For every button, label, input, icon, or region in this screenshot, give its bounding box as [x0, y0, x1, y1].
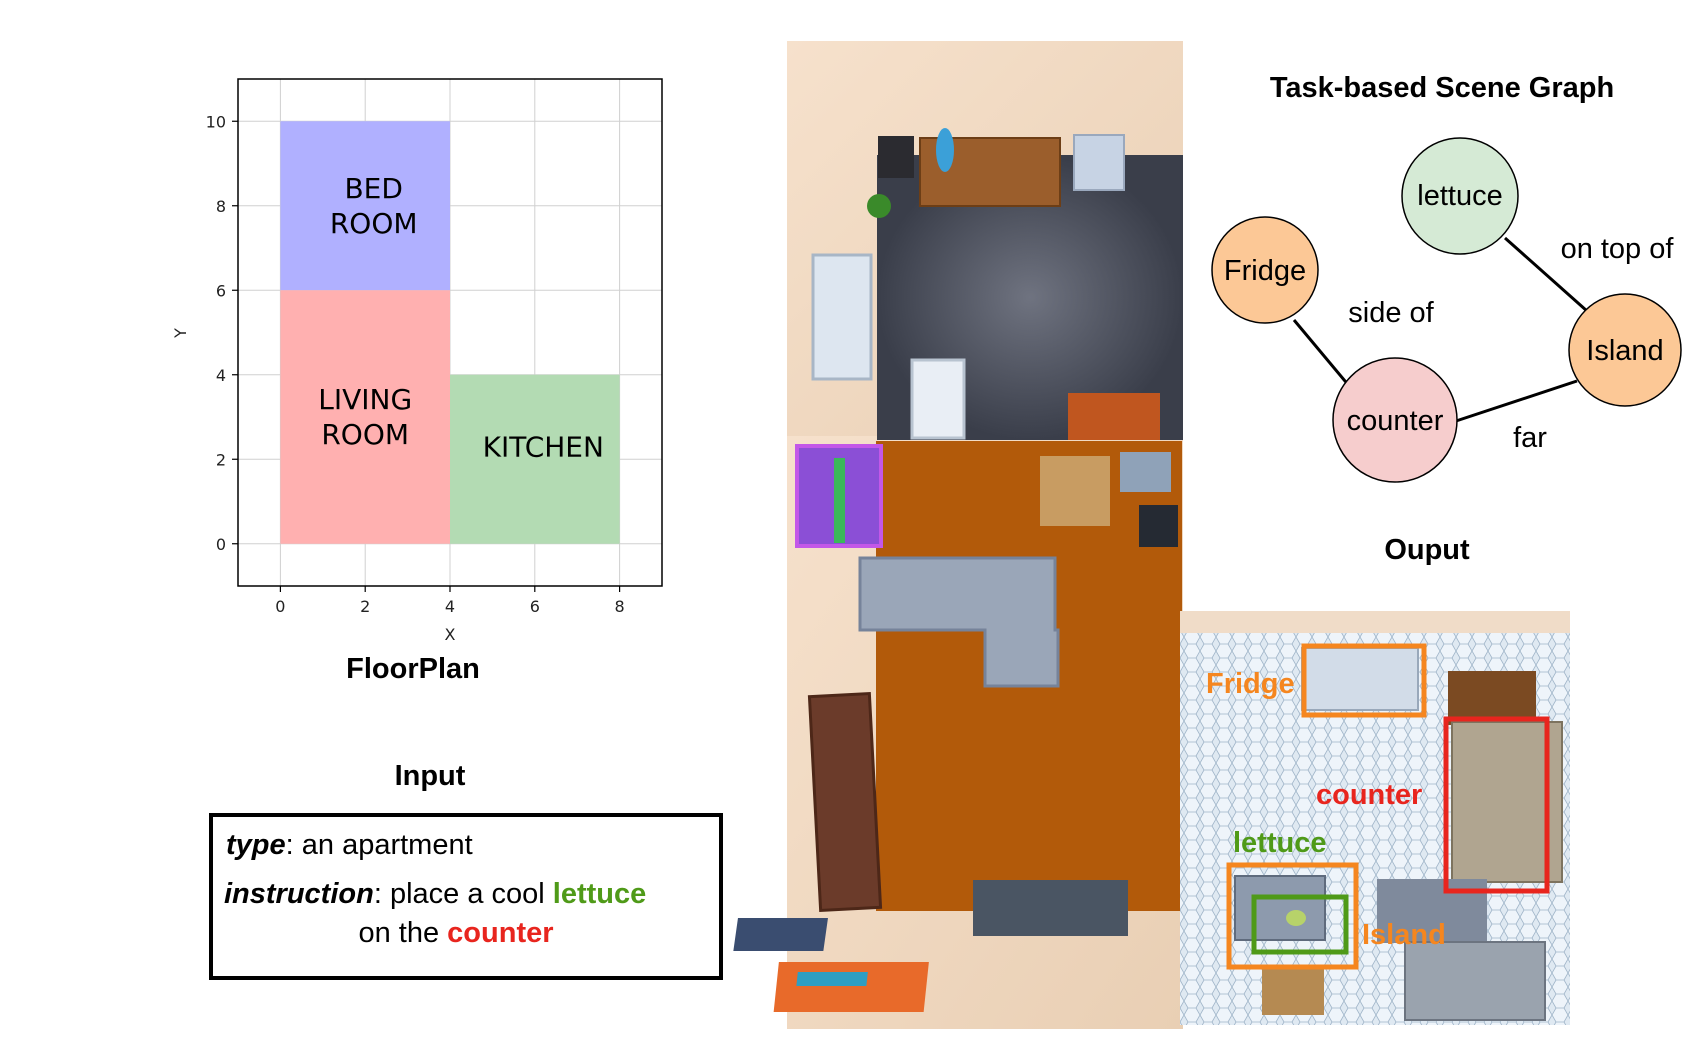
floorplan-y-tick-label: 0	[216, 535, 226, 554]
input-instruction-text: : place a cool	[374, 878, 553, 910]
bedroom-window	[811, 253, 873, 381]
floorplan-room-2	[450, 374, 620, 544]
edge-label-on-top-of: on top of	[1561, 233, 1675, 265]
floorplan-x-tick-label: 8	[615, 597, 625, 616]
living-sofa	[858, 556, 1060, 688]
input-instruction-line: instruction: place a cool lettuce	[224, 878, 646, 910]
node-label-fridge: Fridge	[1224, 255, 1306, 287]
bbox-label-lettuce: lettuce	[1233, 827, 1326, 859]
bedroom-nightstand	[878, 136, 914, 178]
living-door	[807, 692, 883, 912]
floorplan-y-tick-label: 2	[216, 450, 226, 469]
bbox-label-counter: counter	[1316, 779, 1422, 811]
scene-kitchen	[1180, 611, 1570, 1025]
input-title: Input	[395, 760, 466, 792]
living-side-table	[1040, 456, 1110, 526]
scene-render: Fridge counter lettuce Island	[733, 41, 1570, 1029]
floorplan-x-tick-label: 0	[275, 597, 285, 616]
edge-lettuce-island	[1504, 236, 1588, 313]
node-fridge	[1211, 216, 1319, 324]
living-lamp-table	[1120, 452, 1171, 492]
input-panel: Input type: an apartment instruction: pl…	[209, 760, 723, 980]
bbox-label-island: Island	[1362, 919, 1446, 951]
floorplan-room-label: LIVING	[318, 383, 412, 416]
bbox-island	[1226, 862, 1359, 970]
floorplan-room-label: ROOM	[321, 418, 409, 451]
floorplan-room-1	[280, 290, 450, 544]
kitchen-stairs	[1404, 941, 1546, 1021]
floorplan-y-tick-label: 10	[206, 112, 226, 131]
bbox-lettuce	[1251, 894, 1349, 955]
input-box	[209, 813, 723, 980]
kitchen-fridge-shape	[1301, 647, 1419, 711]
input-instruction-target: counter	[447, 917, 553, 949]
edge-label-side-of: side of	[1348, 297, 1434, 329]
edge-label-far: far	[1513, 422, 1547, 454]
floorplan-x-tick-label: 2	[360, 597, 370, 616]
bbox-label-fridge: Fridge	[1206, 668, 1295, 700]
output-title: Ouput	[1384, 534, 1470, 566]
edge-counter-island	[1455, 379, 1578, 423]
living-rug-dark	[733, 918, 828, 951]
input-instruction-object: lettuce	[553, 878, 646, 910]
floorplan-y-tick-label: 8	[216, 197, 226, 216]
input-instruction-mid: on the	[358, 917, 447, 949]
bedroom-side-table	[1073, 134, 1125, 191]
living-rug-accent	[796, 972, 868, 986]
floorplan-room-label: ROOM	[330, 207, 418, 240]
floorplan-x-tick-label: 4	[445, 597, 455, 616]
input-type-key: type	[226, 829, 286, 861]
bbox-counter	[1443, 716, 1550, 894]
bbox-fridge	[1301, 643, 1427, 718]
node-label-counter: counter	[1347, 405, 1444, 437]
output-bounding-boxes: Fridge counter lettuce Island	[1206, 643, 1550, 970]
living-rug-colorful	[773, 962, 929, 1012]
input-instruction-key: instruction	[224, 878, 374, 910]
input-type-line: type: an apartment	[226, 829, 473, 861]
bedroom-plant	[867, 194, 891, 218]
living-tv-stand	[973, 880, 1128, 936]
bedroom-crib	[910, 358, 966, 440]
floorplan-title: FloorPlan	[346, 653, 480, 685]
scene-graph-title: Task-based Scene Graph	[1270, 72, 1614, 104]
floorplan-y-tick-label: 6	[216, 281, 226, 300]
edge-fridge-counter	[1292, 319, 1352, 388]
bedroom-desk	[1068, 393, 1160, 440]
node-label-island: Island	[1586, 335, 1663, 367]
node-label-lettuce: lettuce	[1417, 180, 1502, 212]
input-instruction-line-2: on the counter	[358, 917, 553, 949]
bedroom-vase	[936, 128, 954, 172]
floorplan-x-axis-label: X	[445, 625, 456, 644]
floorplan-room-label: BED	[344, 172, 402, 205]
floorplan-y-axis-label: Y	[171, 328, 190, 339]
node-counter	[1332, 357, 1458, 483]
scene-graph: Task-based Scene Graph on top of side of…	[1211, 72, 1682, 483]
floorplan-room-0	[280, 121, 450, 291]
kitchen-wood-stool	[1262, 968, 1324, 1015]
floorplan-y-tick-label: 4	[216, 366, 226, 385]
input-type-value: : an apartment	[286, 829, 473, 861]
floorplan-room-label: KITCHEN	[483, 431, 604, 464]
scene-bedroom	[811, 128, 1183, 440]
kitchen-wall	[1180, 611, 1570, 633]
kitchen-counter-shape	[1451, 721, 1563, 883]
kitchen-cabinet	[1448, 671, 1536, 725]
node-island	[1568, 293, 1682, 407]
scene-living-room	[733, 441, 1182, 1012]
living-dark-box	[1139, 505, 1178, 547]
floorplan-x-tick-label: 6	[530, 597, 540, 616]
node-lettuce	[1401, 137, 1519, 255]
kitchen-island-shape	[1234, 875, 1326, 941]
floorplan-ticks: 0 2 4 6 8 0 2 4 6 8 10	[206, 112, 625, 616]
kitchen-lettuce	[1286, 910, 1306, 926]
living-shelf-green	[834, 458, 845, 543]
